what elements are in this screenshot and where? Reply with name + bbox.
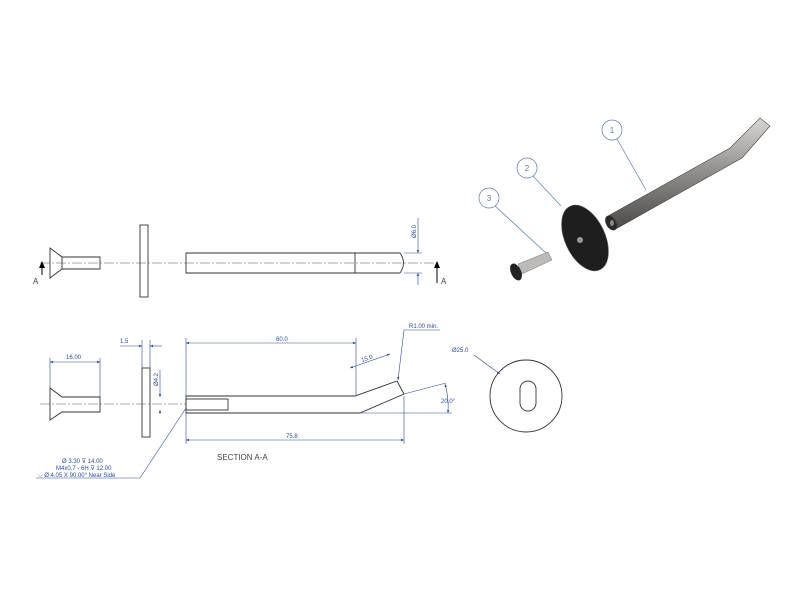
rod-outline: [185, 252, 404, 274]
dimension-text: 3: [487, 194, 492, 203]
dimension-text: R1.00 min.: [409, 324, 438, 330]
screw-3d-shaft: [517, 251, 553, 275]
balloon-3: 3: [478, 187, 547, 254]
dimension-text: 20.0°: [441, 399, 456, 405]
top-view: A A Ø6.0: [33, 218, 447, 298]
hole-callout: Ø 3.30 ⊽ 14.00 M4x0.7 - 6H ⊽ 12.00 ⌵ Ø 4…: [36, 407, 187, 479]
section-label-left: A: [33, 277, 39, 286]
dimension-text: 15.0: [361, 354, 375, 364]
dimension-text: 75.8: [286, 434, 298, 440]
washer-outline: [139, 224, 149, 298]
washer-section: [141, 367, 151, 438]
dim-bend-angle: 20.0°: [360, 382, 456, 414]
dimension-text: Ø 3.30 ⊽ 14.00: [62, 458, 103, 465]
screw-section: [49, 387, 101, 421]
dim-straight-length: 60.0: [185, 337, 357, 396]
section-arrow-right: A: [434, 261, 447, 286]
section-label-right: A: [441, 277, 447, 286]
balloon-1: 1: [601, 119, 647, 191]
section-view: 16.00 1.5 Ø4.2 60.0 15.0 R1.00 min.: [36, 324, 456, 479]
dimension-text: ⌵ Ø 4.05 X 90.00° Near Side: [38, 473, 116, 479]
screw-outline: [49, 247, 101, 279]
exploded-3d-view: 1 2 3: [478, 117, 771, 281]
dim-rod-diameter: Ø6.0: [404, 218, 422, 285]
washer-front-view: Ø25.0: [452, 348, 563, 433]
threaded-hole: [185, 398, 229, 411]
dimension-text: 2: [525, 164, 530, 173]
balloon-2: 2: [516, 157, 562, 207]
section-arrow-left: A: [33, 261, 45, 286]
dimension-text: 60.0: [276, 337, 288, 343]
rod-3d: [607, 117, 771, 231]
screw-3d-head: [510, 263, 522, 281]
dimension-text: Ø6.0: [412, 224, 418, 238]
dimension-text: Ø4.2: [154, 372, 160, 386]
rod-section: [185, 380, 405, 414]
dimension-text: 16.00: [66, 355, 82, 361]
dim-bend-length: 15.0: [349, 353, 391, 369]
dimension-text: Ø25.0: [452, 348, 469, 354]
dimension-text: 1: [610, 126, 615, 135]
section-title: SECTION A-A: [217, 453, 268, 462]
dimension-text: 1.5: [120, 339, 129, 345]
dim-screw-length: 16.00: [49, 355, 101, 397]
dim-bend-radius: R1.00 min.: [397, 324, 440, 381]
dimension-text: M4x0.7 - 6H ⊽ 12.00: [56, 465, 112, 472]
dim-washer-hole: Ø4.2: [154, 370, 162, 414]
dim-washer-thickness: 1.5: [120, 339, 162, 368]
dim-overall-length: 75.8: [185, 396, 405, 444]
washer-3d: [561, 204, 609, 272]
